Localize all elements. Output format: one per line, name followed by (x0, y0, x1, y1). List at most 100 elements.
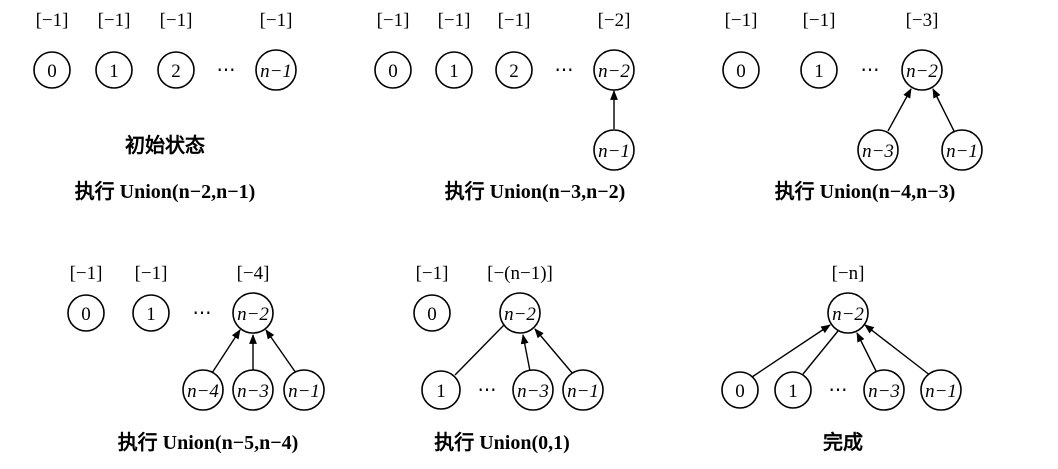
tree-node (562, 369, 604, 411)
edge-arrow (265, 329, 297, 374)
parent-label: [−1] (438, 10, 471, 31)
ellipsis: ⋯ (861, 60, 880, 81)
caption: 执行 Union(n−4,n−3) (775, 179, 956, 203)
tree-node (157, 51, 195, 89)
node-label: n−2 (906, 61, 938, 82)
parent-label: [−(n−1)] (487, 263, 553, 284)
node-label: n−2 (598, 61, 630, 82)
node-label: n−1 (260, 61, 292, 82)
node-label: 0 (735, 381, 745, 402)
node-label: 0 (81, 304, 91, 325)
tree-node (857, 129, 899, 171)
node-label: n−2 (832, 304, 864, 325)
parent-label: [−1] (377, 10, 410, 31)
edge-arrow (534, 328, 574, 375)
tree-node (800, 51, 838, 89)
tree-node (435, 51, 473, 89)
tree-node (722, 51, 760, 89)
tree-node (827, 292, 869, 334)
panel-done: [−n] n−2 0 1 ⋯ n−3 n−1 完成 (721, 263, 962, 454)
tree-node (941, 129, 983, 171)
tree-node (593, 49, 635, 91)
tree-node (132, 294, 170, 332)
parent-label: [−1] (260, 10, 293, 31)
node-label: n−2 (504, 304, 536, 325)
edge-arrow (932, 88, 955, 132)
caption: 执行 Union(n−5,n−4) (118, 430, 299, 454)
parent-label: [−4] (237, 263, 270, 284)
tree-node (283, 369, 325, 411)
tree-node (499, 292, 541, 334)
tree-node (232, 369, 274, 411)
edge-arrow (864, 324, 932, 377)
tree-node (920, 369, 962, 411)
tree-node (421, 370, 461, 410)
tree-node (495, 51, 533, 89)
tree-node (721, 371, 759, 409)
parent-label: [−1] (416, 263, 449, 284)
node-label: 0 (427, 304, 437, 325)
tree-node (774, 371, 812, 409)
tree-node (593, 129, 635, 171)
ellipsis: ⋯ (478, 380, 497, 401)
node-label: 0 (736, 61, 746, 82)
tree-node (67, 294, 105, 332)
node-label: n−1 (925, 381, 957, 402)
node-label: n−3 (237, 381, 269, 402)
node-label: 1 (109, 61, 119, 82)
tree-node (901, 49, 943, 91)
panel-step-3: [−1] [−1] [−4] 0 1 ⋯ n−2 n−4 n−3 n−1 执行 … (67, 263, 325, 454)
panel-step-2: [−1] [−1] [−3] 0 1 ⋯ n−2 n−3 n−1 执行 Unio… (722, 10, 983, 203)
edge-arrow (211, 329, 241, 374)
node-label: 1 (436, 381, 446, 402)
edge-arrow (887, 88, 912, 132)
tree-node (33, 51, 71, 89)
node-label: n−1 (946, 141, 978, 162)
ellipsis: ⋯ (829, 380, 848, 401)
parent-label: [−1] (36, 10, 69, 31)
parent-label: [−2] (598, 10, 631, 31)
tree-node (374, 51, 412, 89)
node-label: 2 (509, 61, 519, 82)
node-label: n−3 (862, 141, 894, 162)
tree-node (512, 369, 554, 411)
node-label: n−1 (598, 141, 630, 162)
parent-label: [−1] (725, 10, 758, 31)
edge-arrow (520, 334, 531, 372)
edge-line (454, 324, 505, 376)
parent-label: [−1] (803, 10, 836, 31)
edge-line (802, 330, 839, 375)
parent-label: [−n] (832, 263, 865, 284)
tree-node (255, 49, 297, 91)
node-label: 1 (449, 61, 459, 82)
node-label: 1 (146, 304, 156, 325)
node-label: 0 (388, 61, 398, 82)
panel-step-4: [−1] [−(n−1)] 0 n−2 1 ⋯ n−3 n−1 执行 Union… (413, 263, 604, 454)
panel-step-1: [−1] [−1] [−1] [−2] 0 1 2 ⋯ n−2 n−1 执行 U… (374, 10, 635, 203)
node-label: n−3 (517, 381, 549, 402)
parent-label: [−1] (135, 263, 168, 284)
node-label: 1 (814, 61, 824, 82)
subcaption: 初始状态 (125, 133, 205, 157)
ellipsis: ⋯ (217, 60, 236, 81)
parent-label: [−1] (70, 263, 103, 284)
node-label: 0 (47, 61, 57, 82)
node-label: n−4 (187, 381, 219, 402)
ellipsis: ⋯ (555, 60, 574, 81)
parent-label: [−1] (160, 10, 193, 31)
node-label: n−1 (288, 381, 320, 402)
parent-label: [−3] (906, 10, 939, 31)
caption: 完成 (823, 430, 863, 454)
caption: 执行 Union(n−2,n−1) (75, 179, 256, 203)
node-label: n−1 (567, 381, 599, 402)
caption: 执行 Union(0,1) (434, 430, 570, 454)
parent-label: [−1] (98, 10, 131, 31)
tree-node (95, 51, 133, 89)
tree-node (413, 294, 451, 332)
tree-node (182, 369, 224, 411)
node-label: n−2 (237, 304, 269, 325)
caption: 执行 Union(n−3,n−2) (445, 179, 626, 203)
node-label: n−3 (868, 381, 900, 402)
edge-arrow (856, 332, 878, 374)
